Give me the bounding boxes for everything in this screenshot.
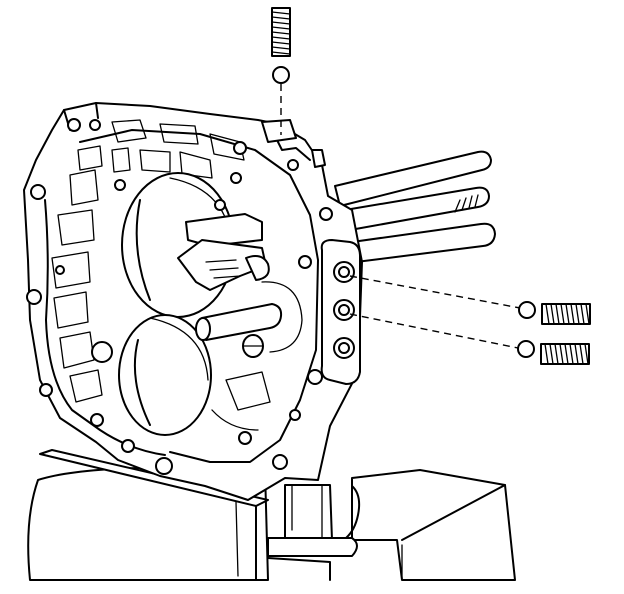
upper-check-ball: [518, 301, 536, 319]
lower-spring: [540, 343, 590, 365]
lower-check-ball: [517, 340, 535, 358]
vise: [27, 449, 516, 581]
lower-leader-line: [349, 313, 519, 349]
upper-spring: [541, 303, 591, 325]
valve-body-housing: [23, 102, 363, 501]
shift-rail-top: [334, 150, 492, 207]
bolt-holes: [26, 118, 333, 475]
side-detent-assemblies: [349, 275, 591, 365]
top-check-ball: [272, 66, 290, 84]
shift-rail-bottom: [351, 222, 496, 263]
valve-bores: [333, 261, 355, 359]
vise-right-block: [351, 469, 516, 581]
shift-rails: [334, 150, 496, 263]
shift-lever: [185, 213, 263, 247]
vise-jaw-plate: [39, 449, 269, 507]
top-detent-assembly: [271, 7, 291, 135]
shift-rail-middle: [344, 186, 490, 231]
upper-leader-line: [349, 275, 521, 309]
